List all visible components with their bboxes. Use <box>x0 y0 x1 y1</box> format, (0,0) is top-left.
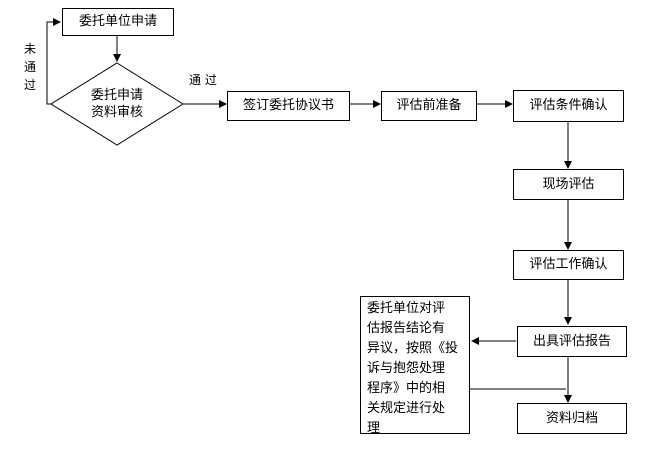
edge-label-pass: 通 过 <box>189 73 217 87</box>
node-review-line2: 资料审核 <box>90 105 143 120</box>
node-sign: 签订委托协议书 <box>227 91 350 121</box>
arrow-fail-loop <box>46 18 61 105</box>
node-prep-label: 评估前准备 <box>396 98 462 113</box>
node-prep: 评估前准备 <box>381 91 477 121</box>
node-confirm-work: 评估工作确认 <box>513 250 624 280</box>
node-report-label: 出具评估报告 <box>532 333 611 349</box>
review-diamond <box>50 62 184 146</box>
node-archive: 资料归档 <box>517 403 627 434</box>
node-archive-label: 资料归档 <box>545 410 598 426</box>
node-apply-label: 委托单位申请 <box>78 14 157 29</box>
edge-label-fail: 未 通 过 <box>24 42 37 92</box>
node-confirm-conditions: 评估条件确认 <box>513 90 624 122</box>
node-objection-note: 委托单位对评 估报告结论有 异议，按照《投 诉与抱怨处理 程序》中的相 关规定进… <box>360 296 470 436</box>
node-onsite-label: 现场评估 <box>542 176 595 192</box>
node-apply: 委托单位申请 <box>62 8 174 36</box>
node-confirm-work-label: 评估工作确认 <box>529 257 608 272</box>
node-onsite: 现场评估 <box>513 169 624 200</box>
node-review-label: 委托申请 资料审核 <box>77 87 157 121</box>
node-sign-label: 签订委托协议书 <box>242 98 334 113</box>
node-review-line1: 委托申请 <box>90 88 143 103</box>
node-confirm-conditions-label: 评估条件确认 <box>529 98 608 113</box>
node-report: 出具评估报告 <box>517 326 627 357</box>
